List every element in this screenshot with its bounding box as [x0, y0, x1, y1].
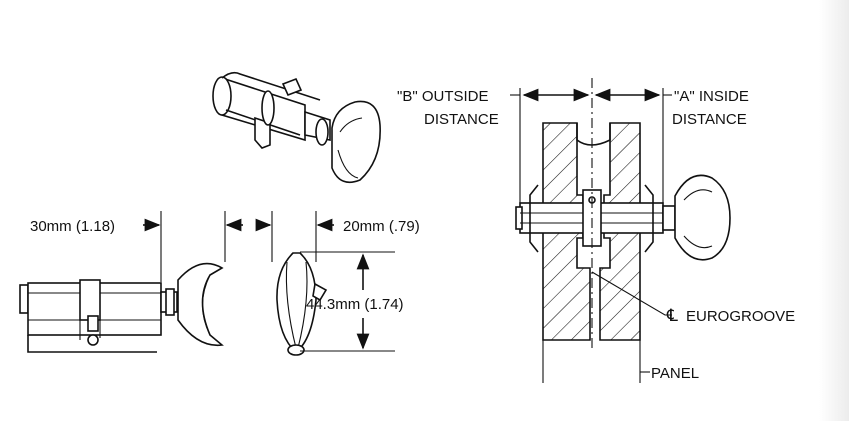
knob [674, 174, 731, 261]
dim-20mm: 20mm (.79) [343, 218, 420, 235]
dim-44mm-label: 44.3mm (1.74) [306, 296, 404, 313]
edge-shading [819, 0, 849, 421]
panel-label: PANEL [651, 365, 699, 382]
dim-44mm: 44.3mm (1.74) [306, 296, 404, 313]
side-view-cylinder [19, 211, 243, 353]
a-label-line2: DISTANCE [672, 111, 747, 128]
centerline-symbol: ℄ [666, 306, 678, 325]
end-view-knob [255, 211, 395, 356]
isometric-cylinder-view [212, 71, 381, 184]
panel-text: PANEL [651, 365, 699, 382]
dim-30mm-label: 30mm (1.18) [30, 218, 115, 235]
b-label-line1: "B" OUTSIDE [397, 88, 489, 105]
b-outside-distance-label: "B" OUTSIDE DISTANCE [397, 88, 499, 128]
installed-section-view [510, 78, 731, 383]
a-label-line1: "A" INSIDE [674, 88, 749, 105]
eurogroove-text: EUROGROOVE [686, 308, 795, 325]
a-inside-distance-label: "A" INSIDE DISTANCE [672, 88, 749, 128]
b-label-line2: DISTANCE [424, 111, 499, 128]
dim-20mm-label: 20mm (.79) [343, 218, 420, 235]
eurogroove-label: ℄ EUROGROOVE [666, 306, 795, 325]
dim-30mm: 30mm (1.18) [30, 218, 115, 235]
